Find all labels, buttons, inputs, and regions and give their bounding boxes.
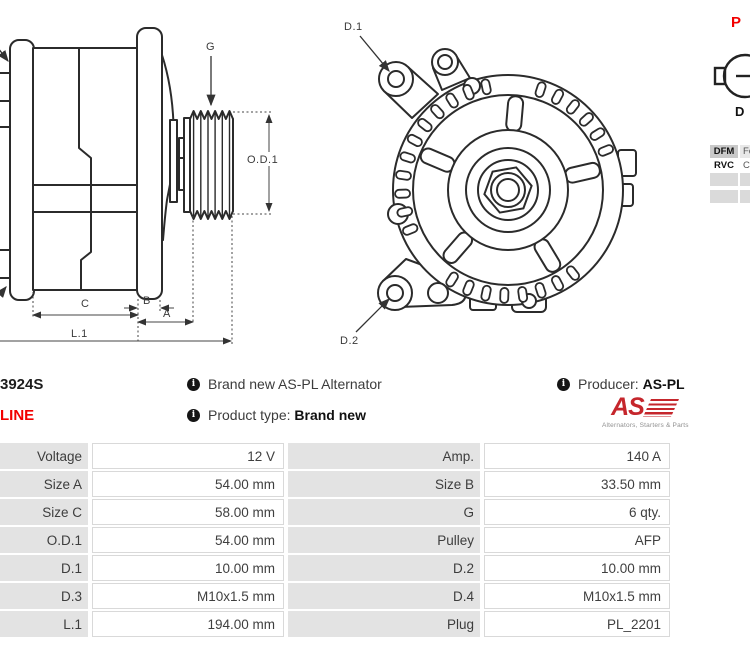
spec-value: 10.00 mm (484, 555, 670, 581)
dim-label-od1: O.D.1 (247, 154, 278, 166)
info-icon (187, 377, 200, 391)
as-pl-logo-mark: AS (602, 393, 684, 421)
product-type-label: Product type: (208, 407, 291, 423)
spec-label: Size C (0, 499, 88, 525)
product-type-text: Product type: Brand new (208, 407, 366, 423)
spec-label: O.D.1 (0, 527, 88, 553)
plug-pinout-table: DFM Fe RVC C (710, 145, 750, 186)
info-icon (557, 377, 570, 391)
as-pl-logo-caption: Alternators, Starters & Parts (602, 422, 689, 429)
as-pl-logo-text: AS (611, 393, 645, 421)
plug-pinout-table-continued (710, 190, 750, 203)
plug-pin-label: DFM (710, 145, 738, 158)
plug-pin-value (740, 173, 750, 186)
spec-label: Voltage (0, 443, 88, 469)
spec-label: D.3 (0, 583, 88, 609)
spec-label: Amp. (288, 443, 480, 469)
spec-label: Plug (288, 611, 480, 637)
spec-label: Pulley (288, 527, 480, 553)
plug-heading-partial: P (731, 14, 742, 31)
plug-pin-value (740, 190, 750, 203)
plug-pin-label: RVC (710, 159, 738, 172)
spec-value: 10.00 mm (92, 555, 284, 581)
product-code-partial: 3924S (0, 376, 44, 393)
spec-value: 58.00 mm (92, 499, 284, 525)
alternator-side-view-drawing: G O.D.1 C B A L.1 (0, 27, 282, 345)
spec-value: 140 A (484, 443, 670, 469)
producer-label: Producer: (578, 376, 639, 392)
product-description-text: Brand new AS-PL Alternator (208, 376, 382, 392)
spec-label: D.4 (288, 583, 480, 609)
spec-value: 54.00 mm (92, 527, 284, 553)
spec-label: D.1 (0, 555, 88, 581)
plug-connector-label-partial: D (735, 104, 745, 119)
spec-value: M10x1.5 mm (484, 583, 670, 609)
spec-label: G (288, 499, 480, 525)
dim-label-a: A (163, 308, 171, 320)
plug-connector-drawing (713, 53, 750, 99)
plug-pin-value: C (740, 159, 750, 172)
spec-value: PL_2201 (484, 611, 670, 637)
dim-label-c: C (81, 298, 89, 310)
info-icon (187, 408, 200, 422)
alternator-front-view-drawing: D.1 D.2 (340, 21, 637, 347)
spec-label: Size A (0, 471, 88, 497)
spec-value: 12 V (92, 443, 284, 469)
plug-pin-label (710, 173, 738, 186)
producer-text: Producer: AS-PL (578, 376, 685, 392)
dim-label-b: B (143, 295, 151, 307)
as-pl-logo-stripes-icon (642, 399, 679, 417)
dim-label-d2: D.2 (340, 335, 359, 347)
spec-value: 54.00 mm (92, 471, 284, 497)
spec-value: 33.50 mm (484, 471, 670, 497)
dim-label-g: G (206, 41, 215, 53)
spec-table: Voltage 12 V Amp. 140 A Size A 54.00 mm … (0, 443, 670, 637)
spec-label: D.2 (288, 555, 480, 581)
spec-value: M10x1.5 mm (92, 583, 284, 609)
spec-value: 194.00 mm (92, 611, 284, 637)
spec-label: Size B (288, 471, 480, 497)
as-pl-logo: AS Alternators, Starters & Parts (602, 393, 689, 430)
spec-value: 6 qty. (484, 499, 670, 525)
producer: Producer: AS-PL (557, 376, 685, 392)
dim-label-d1: D.1 (344, 21, 363, 33)
spec-value: AFP (484, 527, 670, 553)
producer-value: AS-PL (642, 376, 685, 392)
spec-label: L.1 (0, 611, 88, 637)
product-description: Brand new AS-PL Alternator (187, 376, 382, 392)
dim-label-l1: L.1 (71, 328, 88, 340)
plug-pin-label (710, 190, 738, 203)
product-type: Product type: Brand new (187, 407, 366, 423)
product-line-partial: LINE (0, 407, 35, 424)
product-type-value: Brand new (294, 407, 366, 423)
plug-pin-value: Fe (740, 145, 750, 158)
